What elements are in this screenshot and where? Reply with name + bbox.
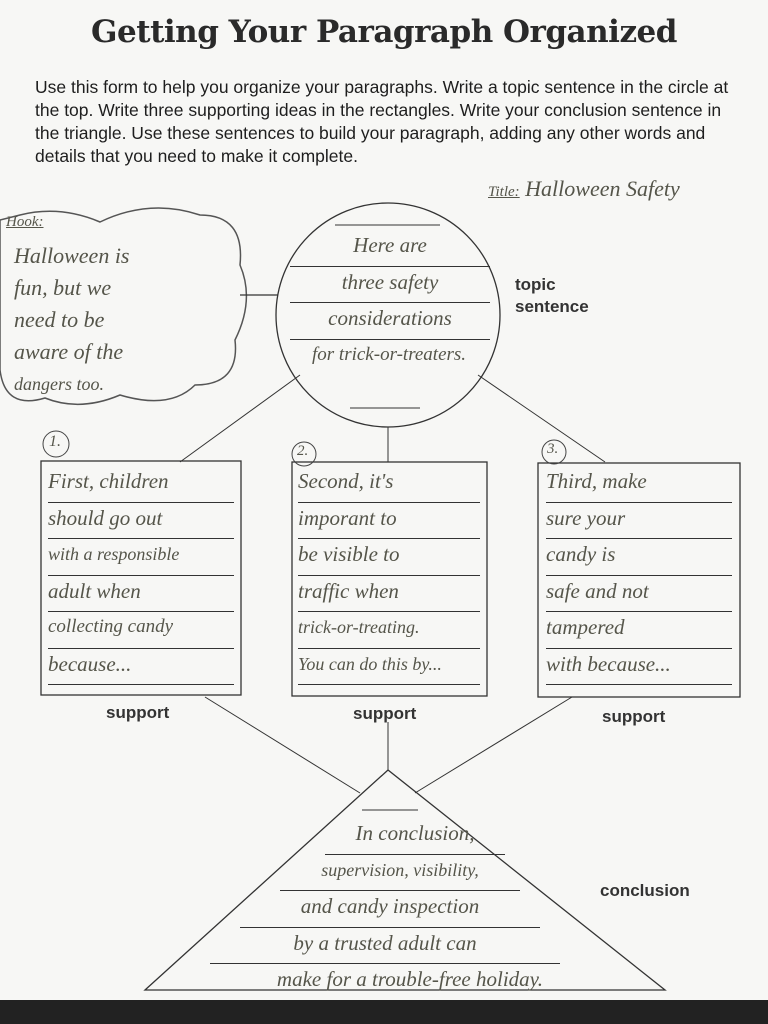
support-label: support <box>353 704 417 723</box>
support-line: safe and not <box>546 576 732 612</box>
paragraph-title-label: Title: <box>488 184 520 200</box>
conclusion-label: conclusion <box>600 881 690 900</box>
topic-line: for trick-or-treaters. <box>312 343 467 365</box>
support-line: Second, it's <box>298 466 480 503</box>
support-lines-3: Third, make sure your candy is safe and … <box>546 466 732 685</box>
support-line: trick-or-treating. <box>298 612 480 649</box>
support-line: with because... <box>546 649 732 685</box>
hook-line: need to be <box>14 307 105 332</box>
conclusion-line: make for a trouble-free holiday. <box>160 964 660 1001</box>
support-line: imporant to <box>298 503 480 539</box>
conclusion-triangle <box>143 769 667 991</box>
hook-line: Halloween is <box>14 243 130 268</box>
topic-lines: Here are three safety considerations for… <box>290 230 490 375</box>
conclusion-line: supervision, visibility, <box>280 855 520 891</box>
support-label: support <box>106 703 170 722</box>
support-line: tampered <box>546 612 732 649</box>
hook-line: fun, but we <box>14 275 112 300</box>
support-line: adult when <box>48 576 234 612</box>
conclusion-line: by a trusted adult can <box>210 928 560 964</box>
support-label: support <box>602 707 666 726</box>
support-number: 3. <box>547 441 559 457</box>
support-line: traffic when <box>298 576 480 612</box>
support-box-1 <box>40 460 242 696</box>
support-number: 2. <box>297 443 309 459</box>
topic-line: Here are <box>290 230 490 267</box>
conclusion-lines: In conclusion, supervision, visibility, … <box>160 818 660 1001</box>
hook-line: aware of the <box>14 339 124 364</box>
photo-background <box>0 1000 768 1024</box>
support-number: 1. <box>49 433 61 450</box>
support-line: because... <box>48 649 234 685</box>
support-line: You can do this by... <box>298 649 480 685</box>
support-line: collecting candy <box>48 612 234 649</box>
topic-label-1: topic <box>515 275 556 294</box>
hook-cloud <box>0 207 248 406</box>
support-line: First, children <box>48 466 234 503</box>
conclusion-line: and candy inspection <box>240 891 540 928</box>
hook-label: Hook: <box>6 214 44 230</box>
support-box-3 <box>537 462 741 698</box>
instructions: Use this form to help you organize your … <box>35 77 729 166</box>
support-box-2 <box>291 461 488 697</box>
paragraph-title: Title: Halloween Safety <box>488 176 680 202</box>
support-line: candy is <box>546 539 732 576</box>
paragraph-title-value: Halloween Safety <box>525 176 680 201</box>
topic-label: topic sentence <box>515 274 589 318</box>
hook-text: Halloween is fun, but we need to be awar… <box>14 240 130 400</box>
topic-label-2: sentence <box>515 297 589 316</box>
conclusion-line: In conclusion, <box>325 818 505 855</box>
topic-line: three safety <box>290 267 490 303</box>
page-title: Getting Your Paragraph Organized <box>91 14 677 50</box>
support-line: be visible to <box>298 539 480 576</box>
support-lines-1: First, children should go out with a res… <box>48 466 234 685</box>
hook-line: dangers too. <box>14 374 104 394</box>
support-line: with a responsible <box>48 539 234 576</box>
support-lines-2: Second, it's imporant to be visible to t… <box>298 466 480 685</box>
topic-line: considerations <box>290 303 490 340</box>
support-line: should go out <box>48 503 234 539</box>
support-line: Third, make <box>546 466 732 503</box>
support-line: sure your <box>546 503 732 539</box>
